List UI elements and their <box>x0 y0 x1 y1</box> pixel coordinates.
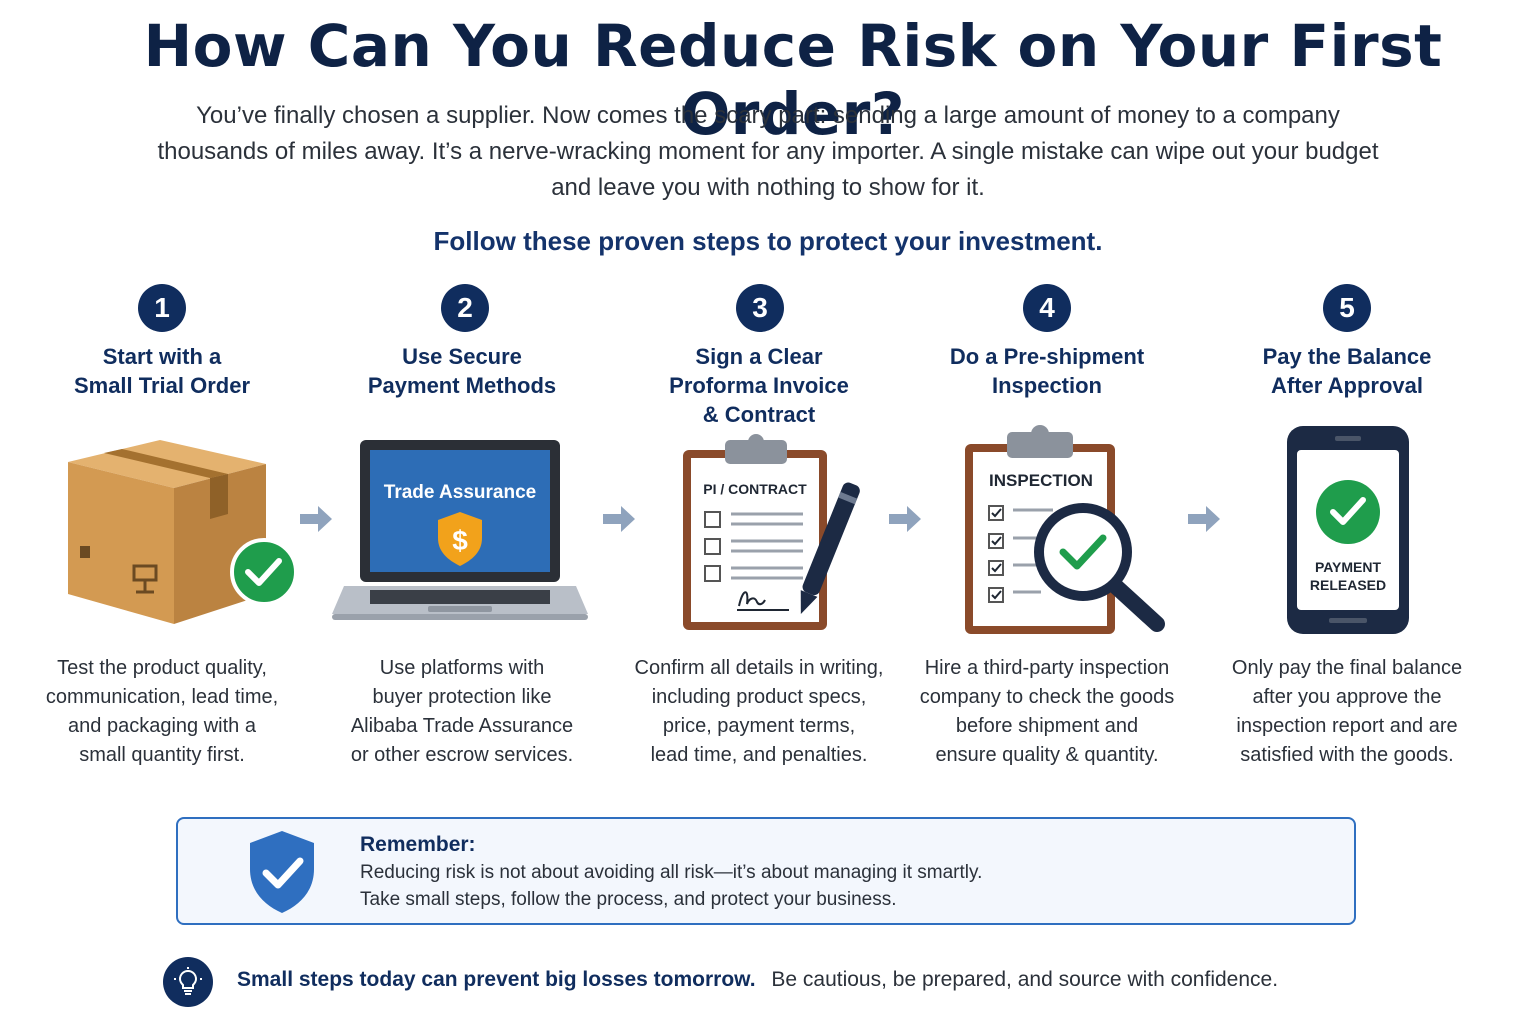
step-title: Do a Pre-shipment Inspection <box>949 344 1145 398</box>
step-description: Test the product quality, communication,… <box>45 657 279 766</box>
arrow-right-icon <box>1186 504 1222 539</box>
step-number-badge: 1 <box>138 284 186 332</box>
clipboard-magnifier-icon: INSPECTION <box>965 425 1165 634</box>
pi-contract-label: PI / CONTRACT <box>703 481 807 497</box>
lightbulb-icon <box>163 957 213 1007</box>
remember-callout: Remember: Reducing risk is not about avo… <box>176 817 1356 925</box>
step-title: Start with a Small Trial Order <box>73 344 251 398</box>
step-title: Sign a Clear Proforma Invoice & Contract <box>669 344 849 427</box>
arrow-right-icon <box>298 504 334 539</box>
phone-check-icon: PAYMENT RELEASED <box>1287 426 1409 634</box>
footer-message: Small steps today can prevent big losses… <box>237 968 1278 992</box>
step-number-badge: 3 <box>736 284 784 332</box>
step-description: Confirm all details in writing, includin… <box>634 657 884 766</box>
remember-title: Remember: <box>360 833 476 856</box>
steps-subheading: Follow these proven steps to protect you… <box>433 226 1103 256</box>
footer-rest-text: Be cautious, be prepared, and source wit… <box>771 968 1279 991</box>
step-number-badge: 4 <box>1023 284 1071 332</box>
step-number-badge: 2 <box>441 284 489 332</box>
step-description: Hire a third-party inspection company to… <box>919 657 1175 766</box>
arrow-right-icon <box>601 504 637 539</box>
dollar-symbol: $ <box>452 525 468 556</box>
arrow-right-icon <box>887 504 923 539</box>
shield-check-icon <box>250 831 314 913</box>
remember-text: Reducing risk is not about avoiding all … <box>360 862 983 883</box>
trade-assurance-label: Trade Assurance <box>384 482 536 503</box>
box-check-icon <box>68 440 296 624</box>
page-title: How Can You Reduce Risk on Your First Or… <box>143 12 1443 148</box>
clipboard-pen-icon: PI / CONTRACT <box>683 434 860 630</box>
step-title: Pay the Balance After Approval <box>1262 344 1432 398</box>
payment-label: PAYMENT <box>1315 559 1382 575</box>
footer-bold-text: Small steps today can prevent big losses… <box>237 968 756 991</box>
laptop-shield-icon: Trade Assurance $ <box>332 440 588 620</box>
released-label: RELEASED <box>1310 577 1386 593</box>
intro-paragraph: You’ve finally chosen a supplier. Now co… <box>157 102 1379 201</box>
step-description: Only pay the final balance after you app… <box>1231 657 1463 766</box>
remember-text: Take small steps, follow the process, an… <box>360 889 897 910</box>
inspection-label: INSPECTION <box>989 471 1093 490</box>
step-number-badge: 5 <box>1323 284 1371 332</box>
step-description: Use platforms with buyer protection like… <box>350 657 574 766</box>
step-title: Use Secure Payment Methods <box>367 344 557 398</box>
